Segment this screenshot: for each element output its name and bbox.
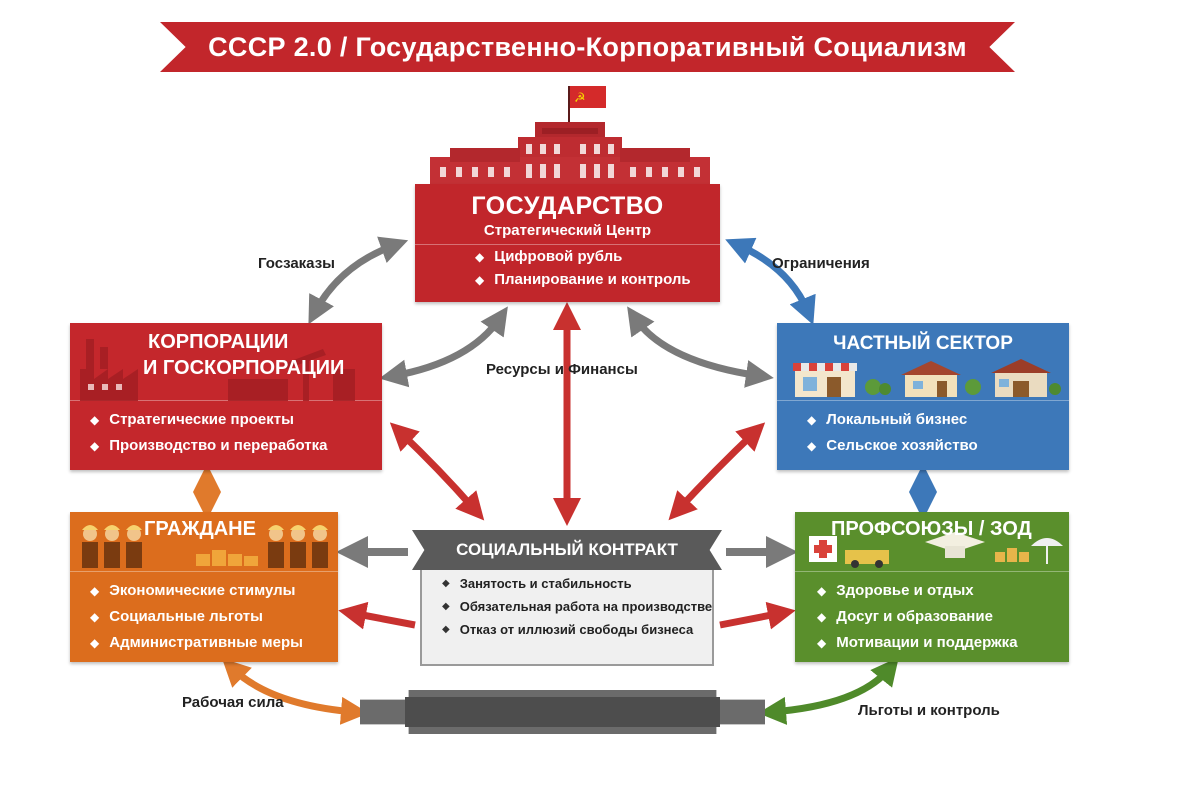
diamond-icon: ◆ (817, 609, 827, 624)
base-bar-inner (405, 697, 720, 727)
citizens-item-label: Экономические стимулы (109, 582, 296, 599)
citizens-items: ◆ Экономические стимулы ◆ Социальные льгот… (70, 572, 338, 651)
diamond-icon: ◆ (807, 438, 817, 453)
list-item: ◆ Здоровье и отдых (817, 582, 1069, 599)
private-sector-item-label: Сельское хозяйство (826, 437, 978, 454)
label-benefits: Льготы и контроль (858, 702, 1000, 719)
state-item-label: Планирование и контроль (494, 271, 691, 288)
label-resources: Ресурсы и Финансы (486, 361, 638, 378)
list-item: ◆ Административные меры (90, 634, 338, 651)
diamond-icon: ◆ (90, 635, 100, 650)
diamond-icon: ◆ (807, 412, 817, 427)
corporations-item-label: Стратегические проекты (109, 411, 294, 428)
list-item: ◆ Обязательная работа на производстве (442, 599, 712, 614)
list-item: ◆ Производство и переработка (90, 437, 382, 454)
citizens-item-label: Социальные льготы (109, 608, 263, 625)
corporations-box: КОРПОРАЦИИ И ГОСКОРПОРАЦИИ ◆ Стратегическ… (70, 323, 382, 470)
diamond-icon: ◆ (90, 583, 100, 598)
arrow-ogranicheniya (725, 237, 816, 325)
list-item: ◆ Локальный бизнес (807, 411, 1069, 428)
main-title-banner: СССР 2.0 / Государственно-Корпоративный … (160, 22, 1015, 72)
private-sector-items: ◆ Локальный бизнес ◆ Сельское хозяйство (777, 401, 1069, 454)
arrow-labor (221, 658, 369, 725)
corporations-title-line2: И ГОСКОРПОРАЦИИ (143, 357, 345, 379)
label-goszakazy: Госзаказы (258, 255, 335, 272)
state-box: ГОСУДАРСТВО Стратегический Центр ◆ Цифров… (415, 184, 720, 302)
social-contract-item-label: Отказ от иллюзий свободы бизнеса (459, 622, 694, 637)
list-item: ◆ Мотивации и поддержка (817, 634, 1069, 651)
arrow-corp-contract (389, 422, 485, 521)
citizens-title: ГРАЖДАНЕ (144, 518, 256, 540)
diamond-icon: ◆ (817, 583, 827, 598)
unions-header: ПРОФСОЮЗЫ / ЗОД (795, 512, 1069, 572)
unions-item-label: Мотивации и поддержка (836, 634, 1018, 651)
arrow-contract-citizens-red (338, 601, 416, 630)
private-sector-box: ЧАСТНЫЙ СЕКТОР ◆ Локальный бизнес ◆ Сельск… (777, 323, 1069, 470)
diamond-icon: ◆ (475, 272, 485, 287)
diamond-icon: ◆ (475, 249, 485, 264)
list-item: ◆ Планирование и контроль (475, 271, 691, 288)
social-contract-item-label: Занятость и стабильность (459, 576, 632, 591)
list-item: ◆ Отказ от иллюзий свободы бизнеса (442, 622, 712, 637)
workers-icon (82, 525, 328, 568)
citizens-box: ГРАЖДАНЕ ◆ Экономические стимулы ◆ Социаль… (70, 512, 338, 662)
diamond-icon: ◆ (90, 438, 100, 453)
list-item: ◆ Стратегические проекты (90, 411, 382, 428)
social-contract-banner: СОЦИАЛЬНЫЙ КОНТРАКТ (412, 530, 722, 570)
diamond-icon: ◆ (442, 578, 450, 589)
diamond-icon: ◆ (442, 601, 450, 612)
diamond-icon: ◆ (442, 624, 450, 635)
unions-box: ПРОФСОЮЗЫ / ЗОД ◆ Здоровье и отдых ◆ Досуг… (795, 512, 1069, 662)
unions-items: ◆ Здоровье и отдых ◆ Досуг и образование ◆… (795, 572, 1069, 651)
list-item: ◆ Социальные льготы (90, 608, 338, 625)
social-contract-box: ◆ Занятость и стабильность ◆ Обязательная … (420, 566, 714, 666)
social-contract-item-label: Обязательная работа на производстве (459, 599, 713, 614)
diamond-icon: ◆ (90, 609, 100, 624)
corporations-items: ◆ Стратегические проекты ◆ Производство и … (70, 401, 382, 454)
list-item: ◆ Экономические стимулы (90, 582, 338, 599)
diamond-icon: ◆ (817, 635, 827, 650)
arrow-state-private (627, 306, 774, 388)
factory-icon (80, 339, 355, 401)
government-building-icon: ☭ (430, 86, 710, 187)
list-item: ◆ Занятость и стабильность (442, 576, 712, 591)
private-sector-item-label: Локальный бизнес (826, 411, 968, 428)
arrow-benefits (758, 657, 899, 725)
state-items: ◆ Цифровой рубль ◆ Планирование и контроль (475, 248, 691, 294)
svg-text:☭: ☭ (574, 91, 586, 106)
corporations-title-line1: КОРПОРАЦИИ (148, 331, 289, 353)
state-subtitle: Стратегический Центр (483, 222, 652, 239)
list-item: ◆ Досуг и образование (817, 608, 1069, 625)
private-sector-title: ЧАСТНЫЙ СЕКТОР (833, 333, 1013, 354)
state-item-label: Цифровой рубль (494, 248, 623, 265)
label-ogranicheniya: Ограничения (772, 255, 870, 272)
main-title: СССР 2.0 / Государственно-Корпоративный … (208, 31, 967, 62)
health-and-leisure-icon (809, 532, 1063, 568)
state-divider (415, 244, 720, 245)
unions-item-label: Досуг и образование (836, 608, 993, 625)
arrow-contract-unions-red (719, 601, 796, 630)
diamond-icon: ◆ (90, 412, 100, 427)
arrow-state-corp (379, 306, 508, 388)
social-contract-title: СОЦИАЛЬНЫЙ КОНТРАКТ (456, 540, 678, 559)
list-item: ◆ Цифровой рубль (475, 248, 691, 265)
state-title: ГОСУДАРСТВО (471, 192, 664, 220)
private-sector-header: ЧАСТНЫЙ СЕКТОР (777, 323, 1069, 401)
unions-title: ПРОФСОЮЗЫ / ЗОД (831, 518, 1032, 540)
citizens-header: ГРАЖДАНЕ (70, 512, 338, 572)
arrow-goszakazy (308, 236, 409, 325)
label-labor: Рабочая сила (182, 694, 284, 711)
corporations-header: КОРПОРАЦИИ И ГОСКОРПОРАЦИИ (70, 323, 382, 401)
corporations-item-label: Производство и переработка (109, 437, 328, 454)
shops-and-houses-icon (793, 359, 1061, 397)
arrow-private-contract (668, 422, 766, 521)
unions-item-label: Здоровье и отдых (836, 582, 974, 599)
list-item: ◆ Сельское хозяйство (807, 437, 1069, 454)
citizens-item-label: Административные меры (109, 634, 303, 651)
